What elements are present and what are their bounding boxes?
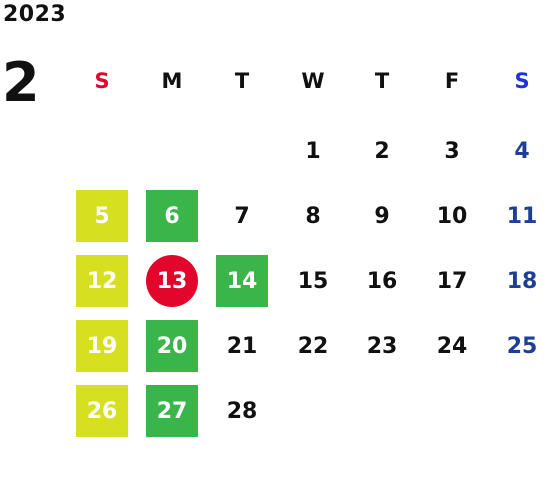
day-cell[interactable]: 3 <box>426 125 478 177</box>
day-cell[interactable]: 11 <box>496 190 548 242</box>
day-cell[interactable]: 6 <box>146 190 198 242</box>
weekday-header-tue: T <box>234 69 250 93</box>
year-label: 2023 <box>3 2 67 27</box>
weekday-header-thu: T <box>374 69 390 93</box>
day-number: 23 <box>366 333 398 359</box>
day-cell[interactable]: 8 <box>287 190 339 242</box>
day-number: 1 <box>305 138 321 164</box>
day-cell[interactable]: 25 <box>496 320 548 372</box>
weekday-header-mon: M <box>161 69 183 93</box>
weekday-header-sun: S <box>94 69 110 93</box>
day-number: 10 <box>436 203 468 229</box>
day-cell[interactable]: 20 <box>146 320 198 372</box>
day-number: 15 <box>297 268 329 294</box>
day-cell[interactable]: 14 <box>216 255 268 307</box>
day-number: 9 <box>374 203 390 229</box>
day-number: 19 <box>86 333 118 359</box>
weekday-header-sat: S <box>514 69 530 93</box>
day-number: 4 <box>514 138 530 164</box>
day-cell[interactable]: 27 <box>146 385 198 437</box>
day-cell[interactable]: 15 <box>287 255 339 307</box>
day-cell[interactable]: 26 <box>76 385 128 437</box>
day-cell[interactable]: 23 <box>356 320 408 372</box>
day-number: 21 <box>226 333 258 359</box>
day-number: 25 <box>506 333 538 359</box>
day-cell[interactable]: 24 <box>426 320 478 372</box>
day-number: 20 <box>156 333 188 359</box>
day-cell[interactable]: 16 <box>356 255 408 307</box>
day-cell[interactable]: 17 <box>426 255 478 307</box>
day-cell[interactable]: 9 <box>356 190 408 242</box>
weekday-header-fri: F <box>444 69 460 93</box>
day-number: 16 <box>366 268 398 294</box>
day-number: 6 <box>164 203 180 229</box>
day-cell[interactable]: 1 <box>287 125 339 177</box>
day-number: 14 <box>226 268 258 294</box>
day-number: 5 <box>94 203 110 229</box>
day-number: 11 <box>506 203 538 229</box>
day-number: 8 <box>305 203 321 229</box>
day-number: 3 <box>444 138 460 164</box>
day-cell[interactable]: 19 <box>76 320 128 372</box>
day-number: 18 <box>506 268 538 294</box>
day-cell[interactable]: 4 <box>496 125 548 177</box>
day-number: 26 <box>86 398 118 424</box>
day-number: 22 <box>297 333 329 359</box>
day-cell[interactable]: 21 <box>216 320 268 372</box>
day-cell[interactable]: 5 <box>76 190 128 242</box>
day-cell[interactable]: 22 <box>287 320 339 372</box>
day-number: 27 <box>156 398 188 424</box>
day-number: 17 <box>436 268 468 294</box>
day-number: 7 <box>234 203 250 229</box>
day-number: 2 <box>374 138 390 164</box>
day-cell[interactable]: 12 <box>76 255 128 307</box>
day-number: 13 <box>156 268 188 294</box>
weekday-header-wed: W <box>301 69 325 93</box>
day-cell[interactable]: 2 <box>356 125 408 177</box>
day-number: 28 <box>226 398 258 424</box>
day-cell[interactable]: 28 <box>216 385 268 437</box>
day-number: 12 <box>86 268 118 294</box>
day-cell[interactable]: 10 <box>426 190 478 242</box>
day-cell-today[interactable]: 13 <box>146 255 198 307</box>
month-number: 2 <box>2 51 40 114</box>
day-cell[interactable]: 18 <box>496 255 548 307</box>
day-cell[interactable]: 7 <box>216 190 268 242</box>
day-number: 24 <box>436 333 468 359</box>
